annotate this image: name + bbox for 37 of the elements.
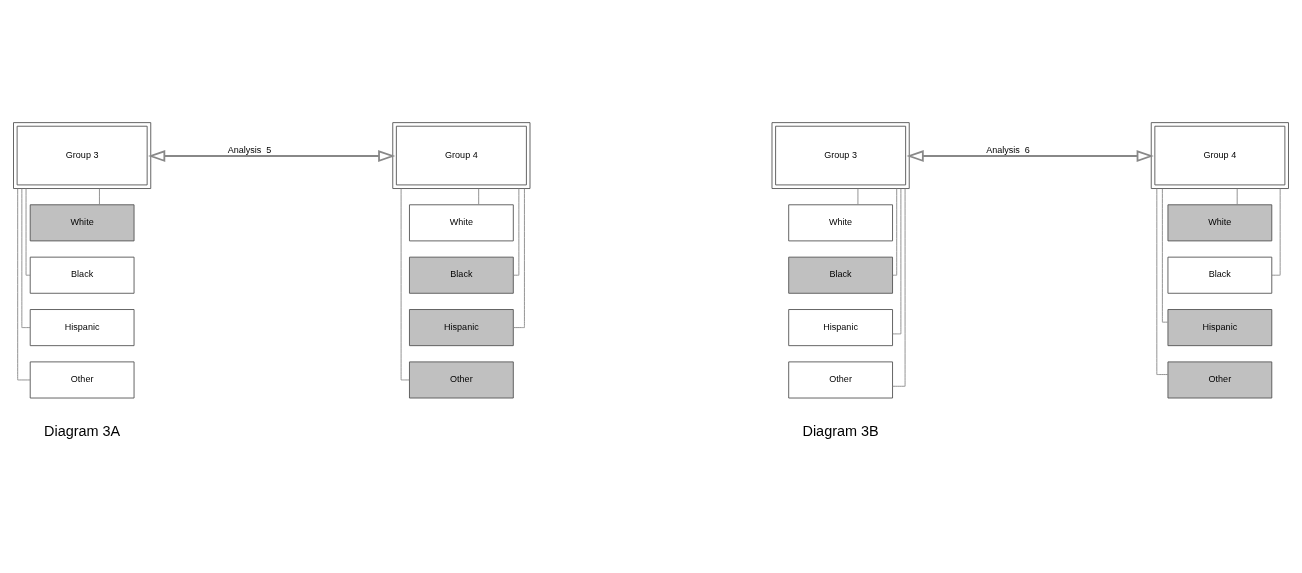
connector <box>857 188 859 205</box>
node-box: Hispanic <box>1167 309 1273 347</box>
connector <box>99 188 100 205</box>
connector <box>25 188 31 276</box>
connector <box>1271 188 1281 276</box>
connector <box>513 188 520 276</box>
node-box: Hispanic <box>29 309 135 347</box>
node-box: White <box>29 204 135 242</box>
node-box: Other <box>788 361 893 399</box>
label: Diagram 3B <box>802 422 879 439</box>
label: Diagram 3A <box>44 422 121 439</box>
edge-label: Analysis 5 <box>227 145 272 156</box>
node-box: White <box>788 204 893 242</box>
node-box: White <box>409 204 514 242</box>
edge-label: Analysis 6 <box>986 145 1030 156</box>
node-box: Black <box>409 256 514 294</box>
connector <box>1156 188 1169 375</box>
connector <box>400 188 410 381</box>
connector <box>1236 188 1238 205</box>
connector <box>21 188 31 329</box>
arrow <box>148 150 396 163</box>
node-box: Other <box>409 361 514 399</box>
connector <box>1161 188 1169 323</box>
node-box: Black <box>788 256 893 294</box>
arrow <box>906 150 1154 163</box>
node-box: Other <box>29 361 135 399</box>
connector <box>892 188 898 276</box>
node-box: Hispanic <box>409 309 514 347</box>
connector <box>892 188 902 335</box>
node-box: Hispanic <box>788 309 893 347</box>
node-box: Other <box>1167 361 1273 399</box>
node-box: White <box>1167 204 1273 242</box>
node-box: Black <box>29 256 135 294</box>
connector <box>513 188 525 329</box>
connector <box>892 188 906 387</box>
node-box: Black <box>1167 256 1273 294</box>
connector <box>478 188 480 205</box>
